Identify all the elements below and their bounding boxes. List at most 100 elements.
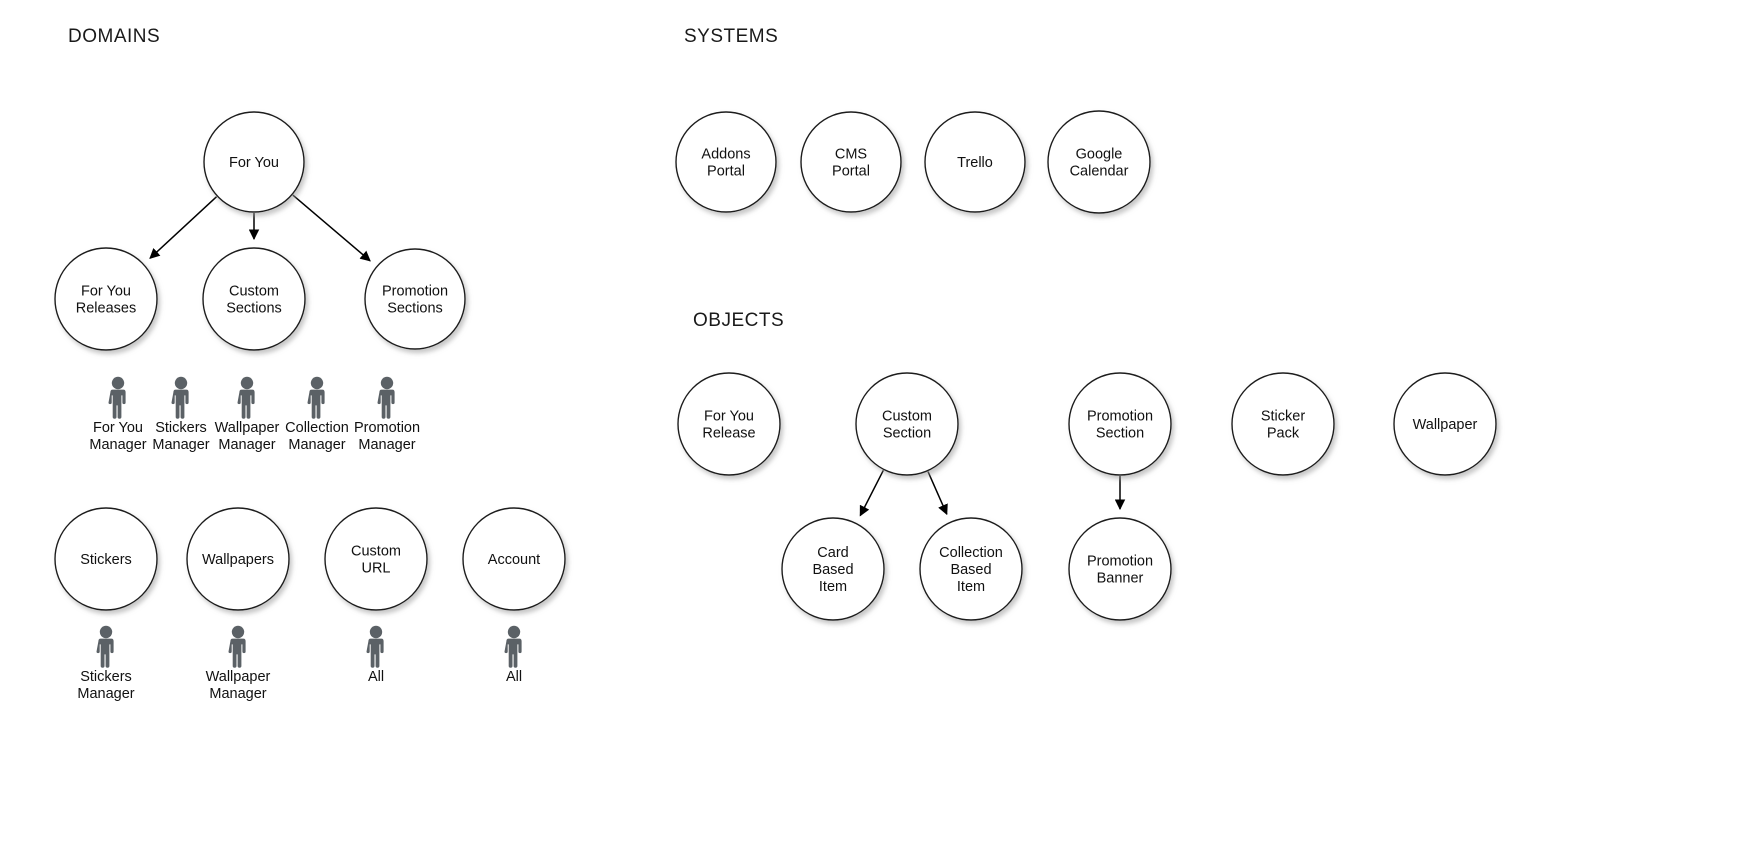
node-wallpapers[interactable]: Wallpapers (186, 507, 290, 611)
node-circle-promotion-banner[interactable] (1068, 517, 1172, 621)
node-circle-custom-sections[interactable] (202, 247, 306, 351)
actor-label-stickers-manager-2: Stickers (80, 669, 132, 685)
node-wallpaper[interactable]: Wallpaper (1393, 372, 1497, 476)
node-circle-custom-url[interactable] (324, 507, 428, 611)
node-circle-google-calendar[interactable] (1047, 110, 1151, 214)
node-label-promotion-section: Section (1096, 426, 1144, 442)
person-icon (377, 376, 395, 419)
node-label-card-based-item: Card (817, 545, 848, 561)
node-circle-for-you-release[interactable] (677, 372, 781, 476)
node-label-wallpaper: Wallpaper (1413, 417, 1478, 433)
actor-label-stickers-manager: Stickers (155, 420, 207, 436)
node-circle-card-based-item[interactable] (781, 517, 885, 621)
edge-custom-section-to-card-based-item (859, 469, 885, 517)
actor-label-stickers-manager-2: Manager (77, 686, 134, 702)
person-icon (504, 625, 522, 668)
node-label-collection-based-item: Based (950, 562, 991, 578)
node-label-trello: Trello (957, 155, 993, 171)
section-title-domains: DOMAINS (68, 26, 160, 47)
actor-label-promotion-manager: Promotion (354, 420, 420, 436)
actor-label-all-custom-url: All (368, 669, 384, 685)
person-icon (366, 625, 384, 668)
node-label-for-you-release: For You (704, 409, 754, 425)
node-label-stickers: Stickers (80, 552, 132, 568)
node-circle-promotion-sections[interactable] (364, 248, 466, 350)
node-label-promotion-section: Promotion (1087, 409, 1153, 425)
section-title-objects: OBJECTS (693, 310, 784, 331)
node-label-promotion-sections: Promotion (382, 284, 448, 300)
node-label-for-you: For You (229, 155, 279, 171)
node-circle-for-you-releases[interactable] (54, 247, 158, 351)
node-circle-wallpapers[interactable] (186, 507, 290, 611)
actor-label-stickers-manager: Manager (152, 437, 209, 453)
node-label-sticker-pack: Sticker (1261, 409, 1305, 425)
node-circle-cms-portal[interactable] (800, 111, 902, 213)
actor-label-collection-manager: Manager (288, 437, 345, 453)
node-label-custom-sections: Sections (226, 301, 282, 317)
node-circle-custom-section[interactable] (855, 372, 959, 476)
node-label-addons-portal: Portal (707, 164, 745, 180)
node-account[interactable]: Account (462, 507, 566, 611)
node-circle-wallpaper[interactable] (1393, 372, 1497, 476)
actor-label-wallpaper-manager: Wallpaper (215, 420, 280, 436)
actor-label-all-account: All (506, 669, 522, 685)
actor-label-for-you-manager: For You (93, 420, 143, 436)
node-circle-account[interactable] (462, 507, 566, 611)
node-circle-collection-based-item[interactable] (919, 517, 1023, 621)
node-label-promotion-banner: Banner (1097, 571, 1144, 587)
node-label-cms-portal: Portal (832, 164, 870, 180)
node-for-you[interactable]: For You (203, 111, 305, 213)
node-label-for-you-release: Release (702, 426, 755, 442)
node-label-for-you-releases: Releases (76, 301, 136, 317)
person-icon (237, 376, 255, 419)
node-trello[interactable]: Trello (924, 111, 1026, 213)
node-label-custom-url: Custom (351, 544, 401, 560)
node-label-addons-portal: Addons (701, 147, 750, 163)
actor-label-wallpaper-manager-2: Manager (209, 686, 266, 702)
node-circle-promotion-section[interactable] (1068, 372, 1172, 476)
actor-label-promotion-manager: Manager (358, 437, 415, 453)
node-circle-addons-portal[interactable] (675, 111, 777, 213)
node-circle-stickers[interactable] (54, 507, 158, 611)
node-circle-for-you[interactable] (203, 111, 305, 213)
node-label-promotion-sections: Sections (387, 301, 443, 317)
node-label-promotion-banner: Promotion (1087, 554, 1153, 570)
node-stickers[interactable]: Stickers (54, 507, 158, 611)
node-label-card-based-item: Based (812, 562, 853, 578)
actor-all-account[interactable]: All (504, 625, 523, 685)
edge-for-you-to-promotion-sections (292, 194, 371, 262)
person-icon (307, 376, 325, 419)
node-circle-sticker-pack[interactable] (1231, 372, 1335, 476)
actor-label-wallpaper-manager: Manager (218, 437, 275, 453)
person-icon (96, 625, 114, 668)
person-icon (228, 625, 246, 668)
actor-all-custom-url[interactable]: All (366, 625, 385, 685)
node-label-custom-section: Section (883, 426, 931, 442)
actor-label-collection-manager: Collection (285, 420, 349, 436)
node-circle-trello[interactable] (924, 111, 1026, 213)
node-label-google-calendar: Calendar (1070, 164, 1129, 180)
